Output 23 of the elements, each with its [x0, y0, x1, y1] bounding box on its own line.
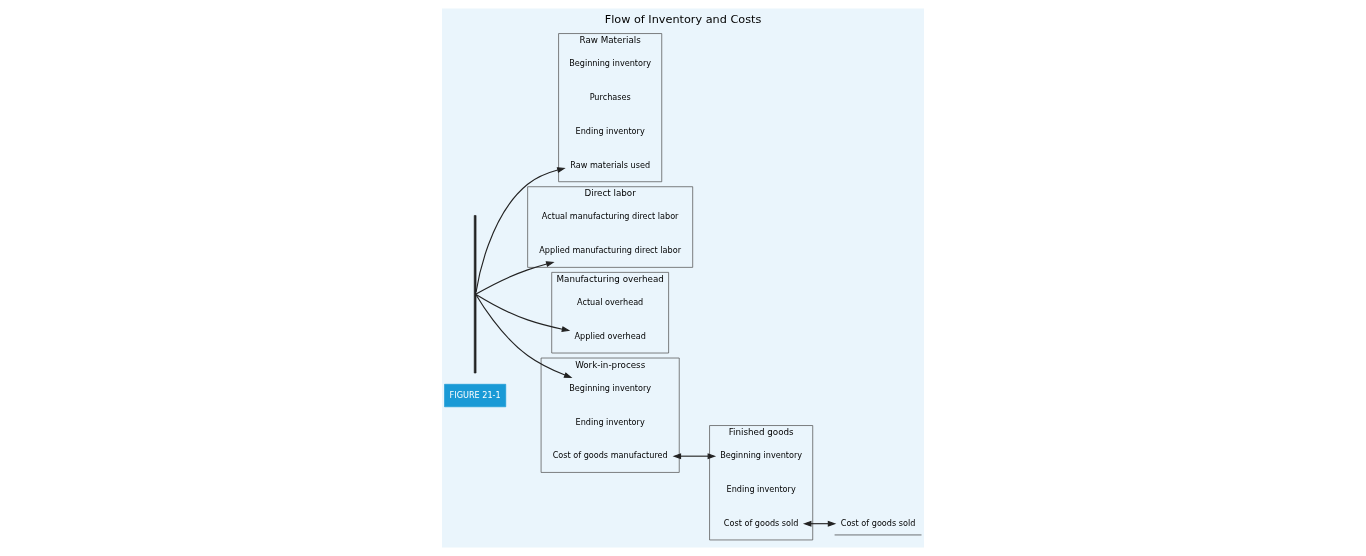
node-bar	[473, 215, 477, 374]
node-text: Cost of goods sold	[723, 517, 799, 528]
label: FIGURE 21-1	[449, 389, 501, 400]
node-text: Applied overhead	[574, 330, 646, 341]
node-text: Beginning inventory	[720, 450, 803, 461]
node-text: Ending inventory	[726, 484, 796, 495]
node-text: Beginning inventory	[569, 58, 652, 69]
node-text: Applied manufacturing direct labor	[539, 245, 682, 256]
node-text: Actual manufacturing direct labor	[541, 211, 679, 222]
node-text: Actual overhead	[577, 297, 644, 308]
node-text: Cost of goods manufactured	[552, 450, 668, 461]
arrow	[672, 453, 717, 460]
node-text: Purchases	[589, 92, 631, 103]
arrow	[475, 293, 571, 332]
node-text: Ending inventory	[575, 125, 645, 136]
arrow	[475, 294, 573, 378]
node-text: Beginning inventory	[569, 382, 652, 393]
node-text: Raw materials used	[570, 159, 651, 170]
node-text: Ending inventory	[575, 416, 645, 427]
diagram-title: Flow of Inventory and Costs	[604, 12, 762, 26]
arrow	[475, 167, 566, 293]
node-text: Cost of goods sold	[840, 517, 916, 528]
arrow	[475, 261, 555, 295]
